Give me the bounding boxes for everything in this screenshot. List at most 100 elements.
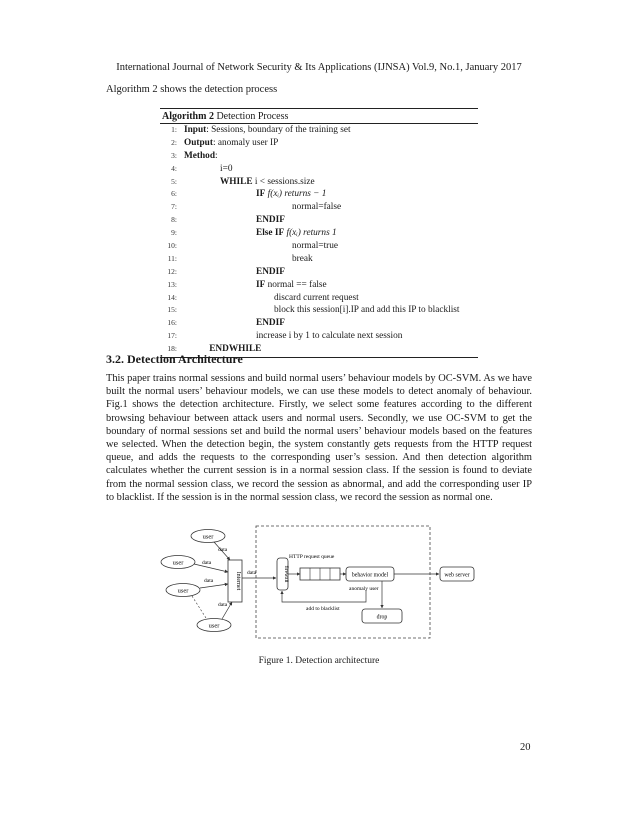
- line-text: ENDIF: [256, 266, 285, 279]
- line-text: ENDWHILE: [209, 343, 261, 356]
- algorithm-line: 2:Output: anomaly user IP: [160, 137, 478, 150]
- edge-user-dashed: [191, 595, 207, 619]
- line-text: Input: Sessions, boundary of the trainin…: [184, 125, 351, 135]
- line-text: Method:: [184, 150, 218, 161]
- edge-label-data-2: data: [202, 560, 212, 566]
- firewall-label: firewall: [283, 565, 290, 583]
- algorithm-line: 10: normal=true: [160, 240, 478, 253]
- keyword: Input: [184, 125, 207, 135]
- drop-label: drop: [377, 615, 388, 621]
- line-text: WHILE i < sessions.size: [220, 176, 315, 187]
- line-text: IF normal == false: [256, 279, 327, 290]
- user-node-4: [196, 618, 232, 632]
- algorithm-name: Detection Process: [216, 111, 289, 122]
- drop-node: [361, 608, 403, 624]
- line-text: normal=true: [292, 241, 339, 252]
- algorithm-line: 13: IF normal == false: [160, 279, 478, 292]
- anomaly-user-label: anomaly user: [349, 586, 379, 592]
- detection-architecture-figure: user user user user Internet data data d…: [156, 524, 476, 642]
- section-heading: 3.2. Detection Architecture: [106, 352, 243, 366]
- line-text: block this session[i].IP and add this IP…: [274, 305, 460, 316]
- algorithm-line: 9: Else IF f(xᵢ) returns 1: [160, 227, 478, 240]
- user-label-2: user: [173, 560, 185, 567]
- line-number: 12:: [167, 266, 177, 276]
- edge-label-data-4: data: [218, 602, 228, 608]
- algorithm-line: 16: ENDIF: [160, 317, 478, 330]
- line-text: Output: anomaly user IP: [184, 137, 279, 148]
- line-number: 8:: [171, 215, 177, 225]
- math-expression: f(xᵢ) returns − 1: [265, 189, 327, 200]
- line-text: discard current request: [274, 292, 359, 303]
- intro-sentence: Algorithm 2 shows the detection process: [106, 84, 278, 95]
- algorithm-box: Algorithm 2 Detection Process 1: Input: S…: [160, 108, 478, 359]
- keyword: ENDIF: [256, 318, 285, 329]
- keyword: Else IF: [256, 228, 285, 239]
- algorithm-line: 11: break: [160, 253, 478, 266]
- line-number: 11:: [167, 253, 177, 263]
- algorithm-line: 14:discard current request: [160, 292, 478, 305]
- line-text: Else IF f(xᵢ) returns 1: [256, 227, 337, 240]
- edge-label-data-1: data: [218, 547, 228, 553]
- queue-label: HTTP request queue: [289, 554, 335, 560]
- web-server-node: [439, 566, 475, 582]
- line-number: 4:: [171, 163, 177, 173]
- algorithm-line: 15: block this session[i].IP and add this…: [160, 304, 478, 317]
- line-text: ENDIF: [256, 317, 285, 330]
- line-text: IF f(xᵢ) returns − 1: [256, 188, 326, 201]
- line-number: 16:: [167, 318, 177, 328]
- keyword: Output: [184, 137, 213, 148]
- keyword: WHILE: [220, 176, 253, 187]
- edge-blacklist-firewall: [280, 590, 367, 603]
- edge-label-data-3: data: [204, 578, 214, 584]
- algorithm-line: 7: normal=false: [160, 201, 478, 214]
- user-label-3: user: [178, 588, 190, 595]
- keyword: ENDWHILE: [209, 344, 262, 355]
- line-number: 10:: [167, 241, 177, 251]
- edge-user1-internet: [213, 541, 231, 561]
- running-header: International Journal of Network Securit…: [116, 62, 522, 73]
- algorithm-line: 4: i=0: [160, 163, 478, 176]
- user-node-2: [160, 555, 196, 569]
- line-text: ENDIF: [256, 214, 285, 227]
- line-number: 7:: [171, 202, 177, 212]
- edge-user3-internet: [199, 582, 229, 589]
- system-boundary: [255, 525, 431, 639]
- edge-user4-internet: [221, 601, 233, 620]
- user-label-1: user: [203, 534, 215, 541]
- algorithm-line: 8: ENDIF: [160, 214, 478, 227]
- algorithm-line: 6: IF f(xᵢ) returns − 1: [160, 188, 478, 201]
- algorithm-title: Algorithm 2 Detection Process: [160, 109, 478, 124]
- user-label-4: user: [209, 623, 221, 630]
- line-number: 3:: [171, 150, 177, 160]
- algorithm-line: 12: ENDIF: [160, 266, 478, 279]
- behavior-model-label: behavior model: [352, 573, 389, 579]
- line-number: 1:: [171, 125, 177, 134]
- algorithm-line: 17: increase i by 1 to calculate next ses…: [160, 330, 478, 343]
- add-to-blacklist-label: add to blacklist: [306, 606, 340, 612]
- user-node-3: [165, 583, 201, 597]
- line-text: normal=false: [292, 202, 342, 213]
- algorithm-line: 1: Input: Sessions, boundary of the train…: [160, 124, 478, 137]
- math-expression: f(xᵢ) returns 1: [284, 228, 337, 239]
- line-number: 18:: [167, 344, 177, 354]
- algorithm-top-rule: [160, 108, 478, 109]
- algorithm-line: 3: Method:: [160, 150, 478, 163]
- line-number: 17:: [167, 331, 177, 341]
- web-server-label: web server: [444, 573, 469, 579]
- keyword: ENDIF: [256, 266, 285, 277]
- algorithm-line: 5:WHILE i < sessions.size: [160, 176, 478, 189]
- line-number: 15:: [167, 305, 177, 315]
- keyword: ENDIF: [256, 215, 285, 226]
- line-text: break: [292, 253, 313, 264]
- page-number: 20: [520, 742, 531, 753]
- line-number: 6:: [171, 189, 177, 199]
- keyword: IF: [256, 279, 266, 290]
- line-text: increase i by 1 to calculate next sessio…: [256, 331, 403, 342]
- figure-caption: Figure 1. Detection architecture: [258, 656, 380, 666]
- line-text: i=0: [220, 163, 233, 174]
- line-number: 13:: [167, 279, 177, 289]
- line-number: 9:: [171, 228, 177, 238]
- keyword: IF: [256, 189, 266, 200]
- edge-label-data-5: data: [247, 570, 257, 576]
- internet-label: Internet: [235, 572, 241, 591]
